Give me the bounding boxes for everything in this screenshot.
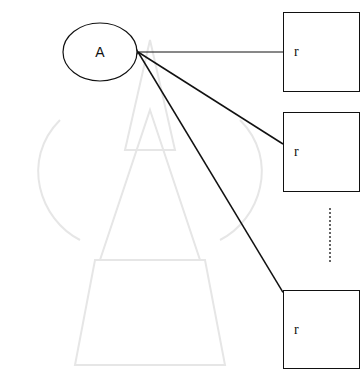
connector-line bbox=[138, 52, 283, 53]
connector-line bbox=[138, 52, 283, 144]
connector-line bbox=[138, 52, 283, 292]
box-node: r bbox=[283, 12, 360, 92]
box-label: r bbox=[284, 322, 299, 338]
watermark-scroll bbox=[38, 120, 262, 240]
watermark-roof bbox=[100, 110, 200, 260]
continuation-dots bbox=[329, 208, 331, 264]
box-label: r bbox=[284, 144, 299, 160]
ellipse-node: A bbox=[62, 22, 138, 82]
watermark-base bbox=[75, 260, 225, 365]
entity-label: A bbox=[95, 44, 104, 60]
box-node: r bbox=[283, 112, 360, 192]
box-label: r bbox=[284, 44, 299, 60]
box-node: r bbox=[283, 290, 360, 369]
